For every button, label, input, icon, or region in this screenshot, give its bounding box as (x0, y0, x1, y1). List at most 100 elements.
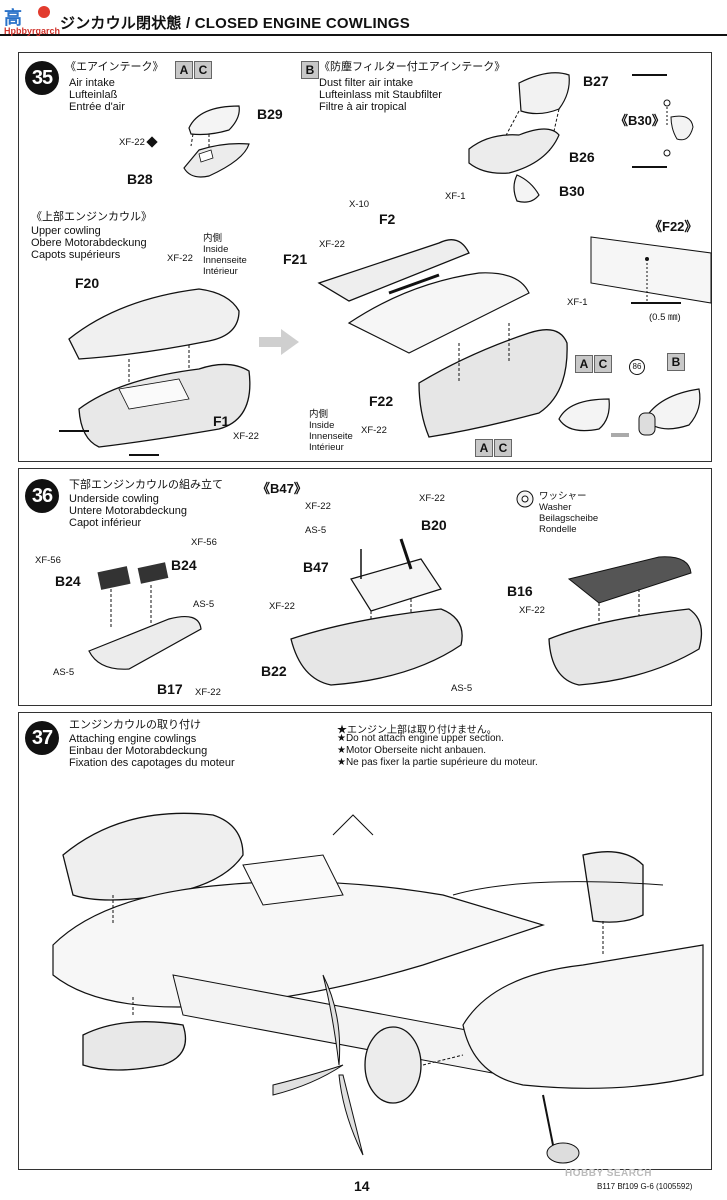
variant-b-badge: B (301, 61, 319, 79)
step-35-panel: 35 《エアインテーク》 A C Air intake Lufteinlaß E… (18, 52, 712, 462)
air-intake-jp: 《エアインテーク》 (65, 61, 164, 73)
f22-detail-drawing (590, 236, 712, 304)
inside-de: Innenseite (203, 255, 247, 266)
step37-fr: Fixation des capotages du moteur (69, 757, 235, 769)
paint-xf22-assembly: XF-22 (319, 239, 345, 250)
paint-xf22-b17-text: XF-22 (195, 687, 221, 698)
paint-xf22-mid-text: XF-22 (269, 601, 295, 612)
washer-jp: ワッシャー (539, 491, 587, 502)
step-36-badge: 36 (25, 479, 59, 513)
upper-cowling-drawing (59, 288, 251, 456)
inside-en-2: Inside (309, 420, 335, 431)
paint-xf22-b16: XF-22 (519, 605, 545, 616)
part-b28: B28 (127, 171, 153, 187)
watermark-text: HOBBY SEARCH (565, 1168, 652, 1179)
paint-xf22-upper: XF-22 (167, 253, 193, 264)
b30-detail-label: 《B30》 (615, 113, 665, 128)
part-b20: B20 (421, 517, 447, 533)
note-fr: ★Ne pas fixer la partie supérieure du mo… (337, 757, 538, 768)
ref-circle-86: 86 (629, 359, 645, 375)
arrow-right-icon (259, 329, 299, 355)
paint-as5-top: AS-5 (193, 599, 214, 610)
part-b29: B29 (257, 106, 283, 122)
part-b22: B22 (261, 663, 287, 679)
underside-right-drawing (548, 556, 703, 686)
dust-filter-fr: Filtre à air tropical (319, 101, 407, 113)
inside-jp-2: 内側 (309, 409, 329, 420)
part-b26: B26 (569, 149, 595, 165)
inside-fr-2: Intérieur (309, 442, 344, 453)
paint-xf1-right: XF-1 (567, 297, 588, 308)
paint-xf22-assembly-text: XF-22 (319, 239, 345, 250)
dust-filter-de: Lufteinlass mit Staubfilter (319, 89, 442, 101)
paint-xf22-f1: XF-22 (233, 431, 259, 442)
paint-xf22-inside-text: XF-22 (361, 425, 387, 436)
washer-de: Beilagscheibe (539, 513, 599, 524)
step-36-panel: 36 下部エンジンカウルの組み立て Underside cowling Unte… (18, 468, 712, 706)
paint-as5-left-text: AS-5 (53, 667, 75, 678)
note-en: ★Do not attach engine upper section. (337, 733, 504, 744)
washer-fr: Rondelle (539, 524, 577, 535)
paint-xf56-right: XF-56 (191, 537, 217, 548)
air-intake-fr: Entrée d'air (69, 101, 125, 113)
dust-filter-jp: 《防塵フィルター付エアインテーク》 (319, 61, 506, 73)
step-37-badge: 37 (25, 721, 59, 755)
variant-c-badge-compare: C (594, 355, 612, 373)
air-intake-de: Lufteinlaß (69, 89, 118, 101)
paint-as5-mid: AS-5 (451, 683, 472, 694)
washer-en: Washer (539, 502, 572, 513)
paint-as5-top-text: AS-5 (193, 599, 215, 610)
washer-icon (516, 490, 534, 508)
variant-c-badge: C (194, 61, 212, 79)
logo-dot-icon (38, 6, 50, 18)
step37-jp: エンジンカウルの取り付け (69, 719, 201, 731)
paint-xf22-b20: XF-22 (419, 493, 445, 504)
paint-xf22-b16-text: XF-22 (519, 605, 545, 616)
upper-cowling-de: Obere Motorabdeckung (31, 237, 147, 249)
paint-xf56-left: XF-56 (35, 555, 61, 566)
kit-code: B117 Bf109 G-6 (1005592) (597, 1182, 693, 1191)
paint-x10-text: X-10 (349, 199, 370, 210)
inside-jp: 内側 (203, 233, 223, 244)
step37-en: Attaching engine cowlings (69, 733, 197, 745)
underside-mid-drawing (290, 538, 463, 686)
f22-drill-size: (0.5 ㎜) (649, 312, 681, 323)
header-rule (0, 8, 727, 36)
ref-86-text: 86 (632, 362, 642, 371)
variant-a-badge-compare: A (575, 355, 593, 373)
paint-as5-mid-text: AS-5 (451, 683, 473, 694)
paint-xf22-intake: XF-22 (119, 136, 160, 149)
page-number: 14 (354, 1178, 370, 1194)
washer-block: ワッシャー Washer Beilagscheibe Rondelle (539, 491, 598, 535)
page-title: ジンカウル閉状態 / CLOSED ENGINE COWLINGS (60, 15, 410, 32)
part-b16: B16 (507, 583, 533, 599)
inside-de-2: Innenseite (309, 431, 353, 442)
paint-xf22-mid: XF-22 (269, 601, 295, 612)
paint-as5-b47-text: AS-5 (305, 525, 327, 536)
paint-xf1-top: XF-1 (445, 191, 466, 202)
paint-xf22-upper-text: XF-22 (167, 253, 193, 264)
variant-a-badge: A (175, 61, 193, 79)
note-jp: ★エンジン上部は取り付けません。 (337, 725, 497, 736)
step-35-badge: 35 (25, 61, 59, 95)
dust-filter-drawing (468, 72, 570, 203)
upper-cowling-jp: 《上部エンジンカウル》 (31, 211, 152, 223)
paint-xf22-b47-text: XF-22 (305, 501, 331, 512)
paint-as5-left: AS-5 (53, 667, 74, 678)
upper-cowling-en: Upper cowling (31, 225, 101, 237)
f22-detail-label: 《F22》 (649, 219, 698, 234)
part-f2: F2 (379, 211, 396, 227)
aircraft-assembly-drawing (52, 812, 704, 1164)
part-f21: F21 (283, 251, 308, 267)
step37-de: Einbau der Motorabdeckung (69, 745, 208, 757)
paint-xf56-right-text: XF-56 (191, 537, 217, 548)
paint-xf22-inside: XF-22 (361, 425, 387, 436)
inside-en: Inside (203, 244, 229, 255)
step36-en: Underside cowling (69, 493, 159, 505)
inside-fr: Intérieur (203, 266, 238, 277)
b30-detail-drawing (632, 74, 694, 168)
part-b17: B17 (157, 681, 183, 697)
dust-filter-en: Dust filter air intake (319, 77, 414, 89)
part-b24-right: B24 (171, 557, 197, 573)
site-logo: 高 Hpbbyrgarch (4, 4, 62, 38)
